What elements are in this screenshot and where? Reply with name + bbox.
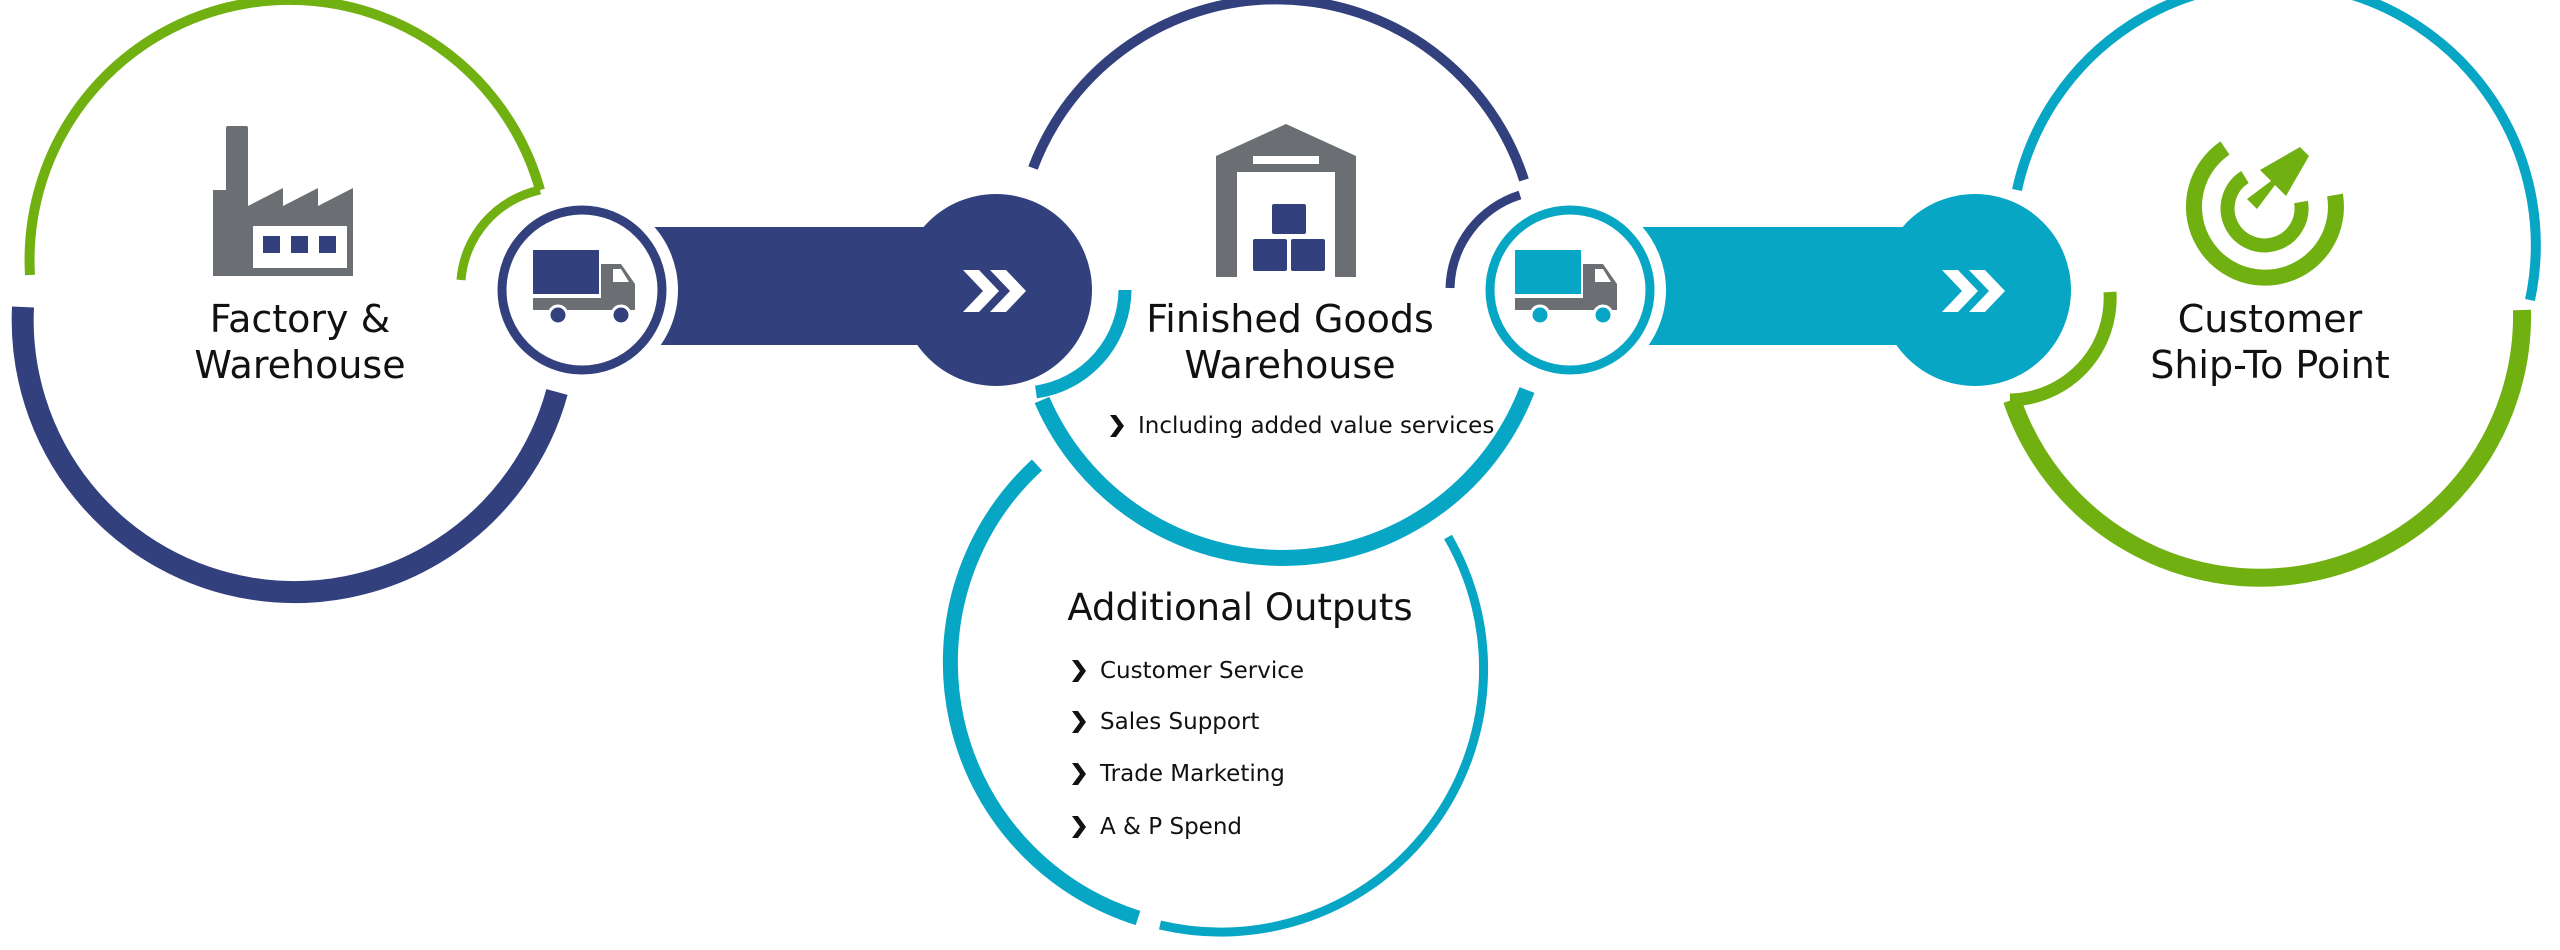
- additional-outputs-ring: [942, 459, 1489, 937]
- finished-goods-note-text: Including added value services: [1138, 413, 1495, 439]
- customer-title: Customer Ship-To Point: [2120, 297, 2420, 388]
- factory-title-line2: Warehouse: [194, 342, 406, 387]
- chevron-right-icon: [1072, 816, 1086, 838]
- chevron-right-icon: [1072, 711, 1086, 733]
- additional-outputs-title: Additional Outputs: [1060, 586, 1420, 630]
- output-item: Trade Marketing: [1072, 761, 1285, 787]
- finished-goods-title: Finished Goods Warehouse: [1120, 297, 1460, 388]
- output-item: Sales Support: [1072, 709, 1259, 735]
- factory-ring: [11, 0, 568, 604]
- customer-title-line1: Customer: [2177, 297, 2363, 341]
- customer-title-line2: Ship-To Point: [2150, 342, 2390, 387]
- output-item-label: Sales Support: [1100, 709, 1260, 735]
- truck-icon: [533, 250, 635, 326]
- finished-goods-title-line2: Warehouse: [1184, 342, 1396, 387]
- chevron-right-icon: [1072, 660, 1086, 682]
- chevron-right-icon: [1110, 415, 1124, 437]
- connector-warehouse-to-customer: [1474, 194, 2071, 386]
- output-item: A & P Spend: [1072, 814, 1242, 840]
- connector-factory-to-warehouse: [486, 194, 1092, 386]
- factory-title: Factory & Warehouse: [150, 297, 450, 388]
- output-item: Customer Service: [1072, 658, 1304, 684]
- target-icon: [2185, 141, 2344, 286]
- finished-goods-ring: [1028, 0, 1535, 566]
- double-chevron-icon: [1942, 270, 2005, 312]
- additional-outputs-title-text: Additional Outputs: [1067, 586, 1413, 629]
- double-chevron-icon: [963, 270, 1026, 312]
- chevron-right-icon: [1072, 763, 1086, 785]
- output-item-label: Trade Marketing: [1100, 761, 1285, 787]
- output-item-label: Customer Service: [1100, 658, 1305, 684]
- factory-title-line1: Factory &: [209, 297, 391, 341]
- truck-icon: [1515, 250, 1617, 326]
- finished-goods-note: Including added value services: [1110, 413, 1494, 439]
- factory-icon: [213, 126, 353, 276]
- finished-goods-title-line1: Finished Goods: [1146, 297, 1434, 341]
- warehouse-icon: [1216, 124, 1356, 277]
- output-item-label: A & P Spend: [1100, 814, 1242, 840]
- customer-ring: [2003, 0, 2541, 587]
